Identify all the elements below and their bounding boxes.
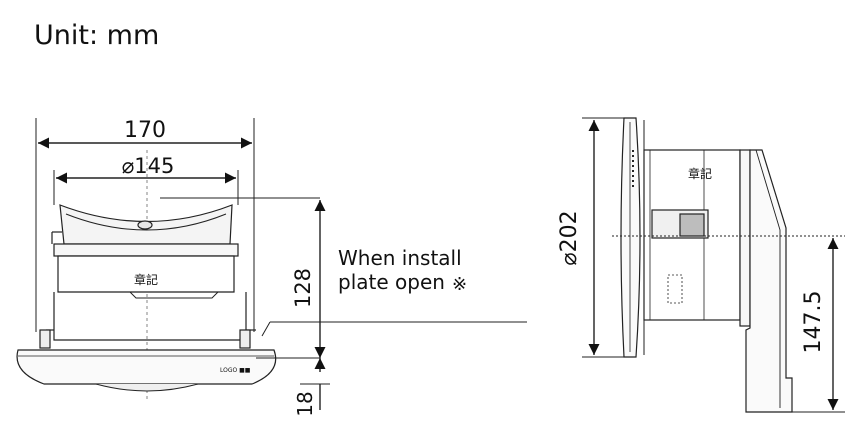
dim-text-128: 128	[291, 268, 315, 308]
dim-text-145: ⌀145	[122, 154, 175, 178]
dim-text-170: 170	[124, 118, 166, 143]
svg-text:LOGO ■■: LOGO ■■	[220, 367, 251, 374]
note-line-2: plate open	[338, 270, 445, 294]
side-view	[582, 117, 845, 413]
unit-label: Unit: mm	[34, 20, 160, 51]
note-line-1: When install	[338, 246, 462, 270]
dim-text-18: 18	[293, 391, 317, 416]
note-mark: ※	[452, 274, 467, 295]
body-stamp-front: 章記	[134, 272, 158, 287]
base-plate	[16, 349, 277, 385]
lower-body	[53, 292, 247, 341]
dim-text-202: ⌀202	[557, 210, 582, 265]
upper-band	[53, 243, 239, 257]
side-cover	[745, 149, 793, 413]
face-plate-side	[620, 117, 641, 358]
dim-text-147-5: 147.5	[801, 291, 826, 354]
body-stamp-side: 章記	[688, 166, 712, 181]
front-view: LOGO ■■	[16, 118, 527, 410]
